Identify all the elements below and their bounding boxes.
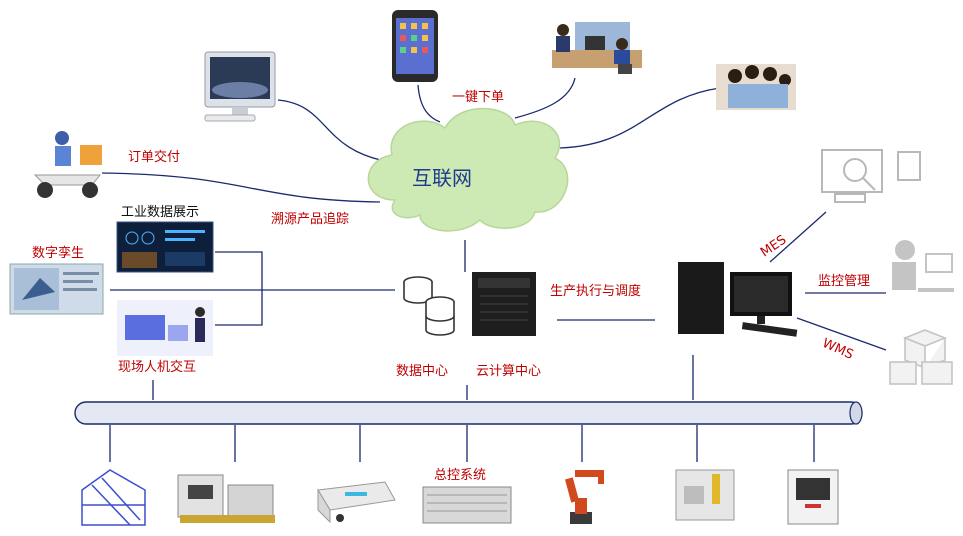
line-office-cloud: [514, 77, 576, 119]
delivery-scooter-icon: [33, 131, 102, 198]
cloud-shape: [367, 107, 569, 232]
printer-3d-icon: [787, 469, 839, 525]
label-cloud-computing: 云计算中心: [476, 364, 542, 379]
cloud-label: 互联网: [412, 166, 472, 190]
assembly-station-icon: [675, 469, 735, 521]
workstation-pc-icon: [678, 262, 798, 337]
label-data-center: 数据中心: [396, 364, 449, 379]
desktop-monitor-icon: [204, 51, 276, 122]
storage-rack-icon: [81, 469, 146, 526]
cnc-machine-icon: [177, 474, 275, 523]
label-order-delivery: 订单交付: [128, 150, 181, 165]
line-phone-cloud: [417, 84, 441, 123]
dashboard-screen-icon: [116, 221, 214, 273]
line-scooter-cloud: [101, 172, 381, 203]
database-icon: [403, 276, 455, 336]
office-worker-icon: [552, 22, 642, 74]
label-industrial-data: 工业数据展示: [121, 205, 200, 220]
robot-arm-icon: [565, 470, 604, 524]
family-group-icon: [716, 64, 796, 110]
control-cabinet-icon: [422, 486, 512, 524]
line-pc-mes: [769, 211, 827, 263]
label-traceability: 溯源产品追踪: [271, 212, 350, 227]
label-monitoring: 监控管理: [818, 274, 871, 289]
label-master-control: 总控系统: [434, 468, 487, 483]
line-pc-wms: [796, 317, 887, 351]
line-desktop-cloud: [277, 99, 391, 163]
monitoring-worker-icon: [892, 240, 954, 292]
label-production-scheduling: 生产执行与调度: [550, 284, 642, 299]
label-one-click-order: 一键下单: [452, 90, 505, 105]
server-tower-icon: [472, 272, 536, 336]
hmi-operator-icon: [117, 300, 213, 356]
label-onsite-hmi: 现场人机交互: [118, 360, 197, 375]
smartphone-icon: [392, 10, 438, 82]
line-display-bracket: [215, 251, 263, 326]
digital-twin-screen-icon: [9, 263, 104, 315]
analytics-monitor-icon: [821, 149, 921, 203]
boxes-icon: [889, 329, 953, 385]
agv-robot-icon: [317, 481, 396, 524]
line-family-cloud: [559, 87, 721, 149]
label-digital-twin: 数字孪生: [32, 246, 85, 261]
